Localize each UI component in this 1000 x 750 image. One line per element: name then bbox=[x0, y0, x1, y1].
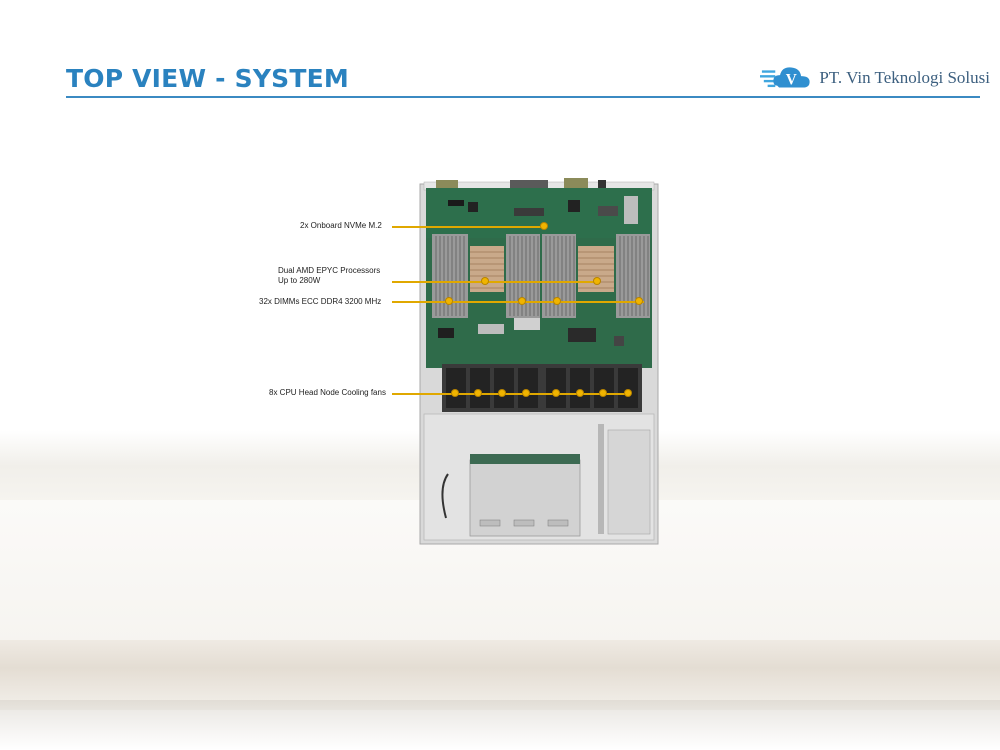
callout-line-fans bbox=[392, 393, 630, 395]
cloud-v-logo-icon: V bbox=[760, 67, 810, 89]
company-logo: V PT. Vin Teknologi Solusi bbox=[760, 60, 990, 96]
svg-text:V: V bbox=[786, 72, 797, 89]
background-shadow bbox=[0, 700, 1000, 750]
callout-line-cpu bbox=[392, 281, 600, 283]
callout-marker-fan-1 bbox=[452, 390, 458, 396]
callout-line-nvme bbox=[392, 226, 544, 228]
callout-label-cpu-line2: Up to 280W bbox=[278, 276, 321, 285]
callout-label-cpu: Dual AMD EPYC Processors Up to 280W bbox=[278, 266, 380, 286]
callout-marker-fan-2 bbox=[475, 390, 481, 396]
background-band-lower bbox=[0, 640, 1000, 710]
callout-marker-dimm-3 bbox=[554, 298, 560, 304]
callout-marker-cpu-1 bbox=[482, 278, 488, 284]
callout-marker-fan-3 bbox=[499, 390, 505, 396]
callout-label-cpu-line1: Dual AMD EPYC Processors bbox=[278, 266, 381, 275]
callout-marker-dimm-4 bbox=[636, 298, 642, 304]
callout-label-nvme: 2x Onboard NVMe M.2 bbox=[300, 221, 382, 230]
title-divider bbox=[66, 96, 980, 98]
callout-line-dimm bbox=[392, 301, 644, 303]
callout-marker-fan-6 bbox=[577, 390, 583, 396]
logo-company-name: PT. Vin Teknologi Solusi bbox=[819, 68, 990, 87]
callout-marker-dimm-1 bbox=[446, 298, 452, 304]
server-top-view-image bbox=[418, 178, 660, 548]
callout-marker-fan-4 bbox=[523, 390, 529, 396]
callout-marker-nvme bbox=[541, 223, 547, 229]
callout-marker-fan-8 bbox=[625, 390, 631, 396]
server-chassis-illustration bbox=[419, 178, 659, 545]
callout-marker-fan-5 bbox=[553, 390, 559, 396]
callout-label-dimm: 32x DIMMs ECC DDR4 3200 MHz bbox=[259, 297, 382, 306]
callout-marker-fan-7 bbox=[600, 390, 606, 396]
callout-marker-dimm-2 bbox=[519, 298, 525, 304]
page-title: TOP VIEW - SYSTEM bbox=[66, 64, 349, 93]
callout-marker-cpu-2 bbox=[594, 278, 600, 284]
callout-label-fans: 8x CPU Head Node Cooling fans bbox=[269, 388, 386, 397]
